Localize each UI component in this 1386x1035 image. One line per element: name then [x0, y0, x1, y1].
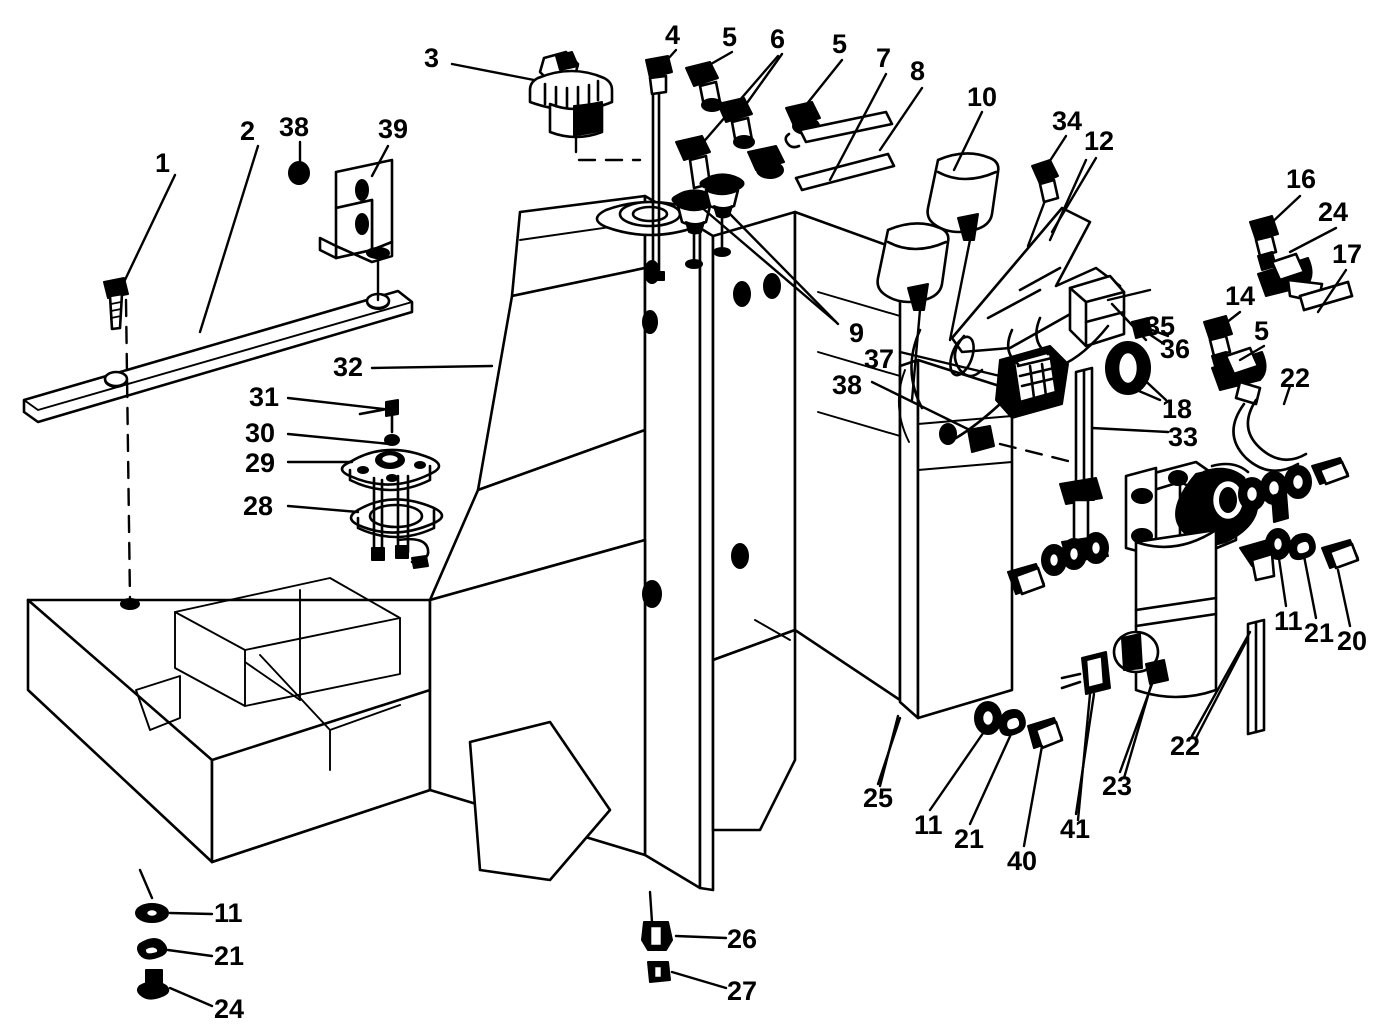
callout-38-b[interactable]: 38 [832, 370, 863, 400]
callout-34[interactable]: 34 [1052, 106, 1083, 136]
callout-1[interactable]: 1 [155, 148, 171, 178]
callout-10[interactable]: 10 [967, 82, 998, 112]
callout-21-c[interactable]: 21 [214, 941, 245, 971]
callout-33[interactable]: 33 [1168, 422, 1199, 452]
callout-5-a[interactable]: 5 [722, 22, 738, 52]
callout-14[interactable]: 14 [1225, 281, 1256, 311]
callout-40[interactable]: 40 [1007, 846, 1038, 876]
callout-29[interactable]: 29 [245, 448, 276, 478]
callout-31[interactable]: 31 [249, 382, 280, 412]
callout-7[interactable]: 7 [876, 43, 892, 73]
callout-26[interactable]: 26 [727, 924, 758, 954]
callout-12[interactable]: 12 [1084, 126, 1115, 156]
callout-39[interactable]: 39 [378, 114, 409, 144]
callout-28[interactable]: 28 [243, 491, 274, 521]
callout-21-a[interactable]: 21 [1304, 618, 1335, 648]
callout-11-b[interactable]: 11 [914, 810, 943, 840]
callout-11-c[interactable]: 11 [214, 898, 243, 928]
callout-16[interactable]: 16 [1286, 164, 1317, 194]
callout-25[interactable]: 25 [863, 783, 894, 813]
callout-6[interactable]: 6 [770, 24, 786, 54]
callout-22-b[interactable]: 22 [1170, 731, 1201, 761]
callout-2[interactable]: 2 [240, 116, 256, 146]
callout-3[interactable]: 3 [424, 43, 440, 73]
callout-18[interactable]: 18 [1162, 394, 1193, 424]
callout-23[interactable]: 23 [1102, 771, 1133, 801]
callout-9[interactable]: 9 [849, 318, 865, 348]
callout-17[interactable]: 17 [1332, 239, 1363, 269]
callout-11-a[interactable]: 11 [1274, 606, 1303, 636]
callout-8[interactable]: 8 [910, 56, 926, 86]
callout-27[interactable]: 27 [727, 976, 758, 1006]
callout-20[interactable]: 20 [1337, 626, 1368, 656]
callout-41[interactable]: 41 [1060, 814, 1091, 844]
callout-21-b[interactable]: 21 [954, 824, 985, 854]
callout-4[interactable]: 4 [665, 20, 681, 50]
callout-36[interactable]: 36 [1160, 334, 1191, 364]
callout-35[interactable]: 35 [1145, 311, 1176, 341]
callout-5-c[interactable]: 5 [1254, 316, 1270, 346]
callout-30[interactable]: 30 [245, 418, 276, 448]
callout-22-a[interactable]: 22 [1280, 363, 1311, 393]
callout-5-b[interactable]: 5 [832, 29, 848, 59]
callout-32[interactable]: 32 [333, 352, 364, 382]
callout-24-a[interactable]: 24 [1318, 197, 1349, 227]
callout-38-a[interactable]: 38 [279, 112, 310, 142]
callout-24-b[interactable]: 24 [214, 994, 245, 1024]
callout-37[interactable]: 37 [864, 344, 895, 374]
